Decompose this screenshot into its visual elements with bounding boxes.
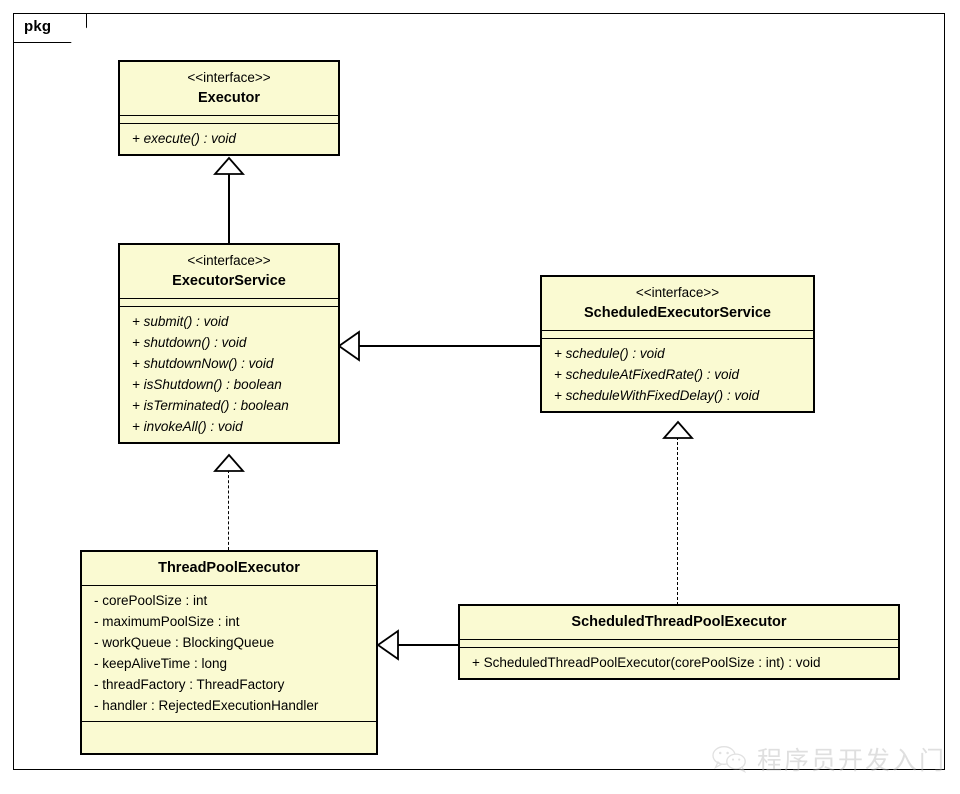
class-box-scheduledthreadpoolexecutor[interactable]: ScheduledThreadPoolExecutor + ScheduledT…	[458, 604, 900, 680]
method-item: + schedule() : void	[554, 346, 665, 361]
package-tab	[13, 13, 87, 43]
methods-compartment-threadpoolexecutor	[82, 722, 376, 753]
attribute-item: - corePoolSize : int	[94, 592, 208, 608]
stereotype-scheduledexecutorservice: <<interface>>	[635, 285, 720, 300]
connector-scheduledexecutorservice-to-executorservice	[357, 345, 540, 347]
methods-compartment-executorservice: + submit() : void + shutdown() : void + …	[120, 307, 338, 442]
method-item: + invokeAll() : void	[132, 419, 243, 434]
attribute-item: - maximumPoolSize : int	[94, 613, 240, 629]
attributes-compartment-executorservice	[120, 299, 338, 307]
method-item: + shutdownNow() : void	[132, 356, 274, 371]
method-item: + isShutdown() : boolean	[132, 377, 282, 392]
methods-compartment-scheduledexecutorservice: + schedule() : void + scheduleAtFixedRat…	[542, 339, 813, 411]
attribute-item: - handler : RejectedExecutionHandler	[94, 697, 319, 713]
class-header-scheduledexecutorservice: <<interface>> ScheduledExecutorService	[542, 277, 813, 331]
class-box-executor[interactable]: <<interface>> Executor + execute() : voi…	[118, 60, 340, 156]
class-name-scheduledthreadpoolexecutor: ScheduledThreadPoolExecutor	[571, 614, 787, 630]
class-header-scheduledthreadpoolexecutor: ScheduledThreadPoolExecutor	[460, 606, 898, 640]
class-box-scheduledexecutorservice[interactable]: <<interface>> ScheduledExecutorService +…	[540, 275, 815, 413]
method-item: + ScheduledThreadPoolExecutor(corePoolSi…	[472, 654, 821, 670]
method-item: + execute() : void	[132, 131, 236, 146]
class-name-scheduledexecutorservice: ScheduledExecutorService	[584, 305, 771, 322]
method-item: + scheduleAtFixedRate() : void	[554, 367, 739, 382]
attribute-item: - keepAliveTime : long	[94, 655, 228, 671]
class-header-executorservice: <<interface>> ExecutorService	[120, 245, 338, 299]
connector-threadpoolexecutor-to-executorservice	[228, 470, 229, 550]
attributes-compartment-scheduledthreadpoolexecutor	[460, 640, 898, 648]
package-label: pkg	[24, 18, 52, 35]
class-box-threadpoolexecutor[interactable]: ThreadPoolExecutor - corePoolSize : int …	[80, 550, 378, 755]
class-header-executor: <<interface>> Executor	[120, 62, 338, 116]
method-item: + submit() : void	[132, 314, 229, 329]
arrowhead-generalization-threadpoolexecutor	[376, 629, 399, 661]
connector-scheduledthreadpoolexecutor-to-scheduledexecutorservice	[677, 437, 678, 605]
class-header-threadpoolexecutor: ThreadPoolExecutor	[82, 552, 376, 586]
attribute-item: - workQueue : BlockingQueue	[94, 634, 275, 650]
class-name-threadpoolexecutor: ThreadPoolExecutor	[158, 560, 300, 576]
attribute-item: - threadFactory : ThreadFactory	[94, 676, 285, 692]
package-frame	[13, 13, 945, 770]
arrowhead-realization-executorservice	[213, 453, 245, 472]
method-item: + scheduleWithFixedDelay() : void	[554, 388, 760, 403]
arrowhead-generalization-executor	[213, 156, 245, 175]
stereotype-executor: <<interface>>	[187, 70, 271, 85]
class-name-executorservice: ExecutorService	[172, 273, 286, 290]
attributes-compartment-scheduledexecutorservice	[542, 331, 813, 339]
method-item: + isTerminated() : boolean	[132, 398, 289, 413]
attributes-compartment-executor	[120, 116, 338, 124]
arrowhead-generalization-executorservice	[337, 330, 360, 362]
method-item: + shutdown() : void	[132, 335, 247, 350]
methods-compartment-scheduledthreadpoolexecutor: + ScheduledThreadPoolExecutor(corePoolSi…	[460, 648, 898, 678]
stereotype-executorservice: <<interface>>	[187, 253, 271, 268]
class-box-executorservice[interactable]: <<interface>> ExecutorService + submit()…	[118, 243, 340, 444]
attributes-compartment-threadpoolexecutor: - corePoolSize : int - maximumPoolSize :…	[82, 586, 376, 722]
arrowhead-realization-scheduledexecutorservice	[662, 420, 694, 439]
connector-executorservice-to-executor	[228, 173, 230, 243]
connector-scheduledthreadpoolexecutor-to-threadpoolexecutor	[396, 644, 460, 646]
methods-compartment-executor: + execute() : void	[120, 124, 338, 154]
class-name-executor: Executor	[197, 90, 261, 107]
